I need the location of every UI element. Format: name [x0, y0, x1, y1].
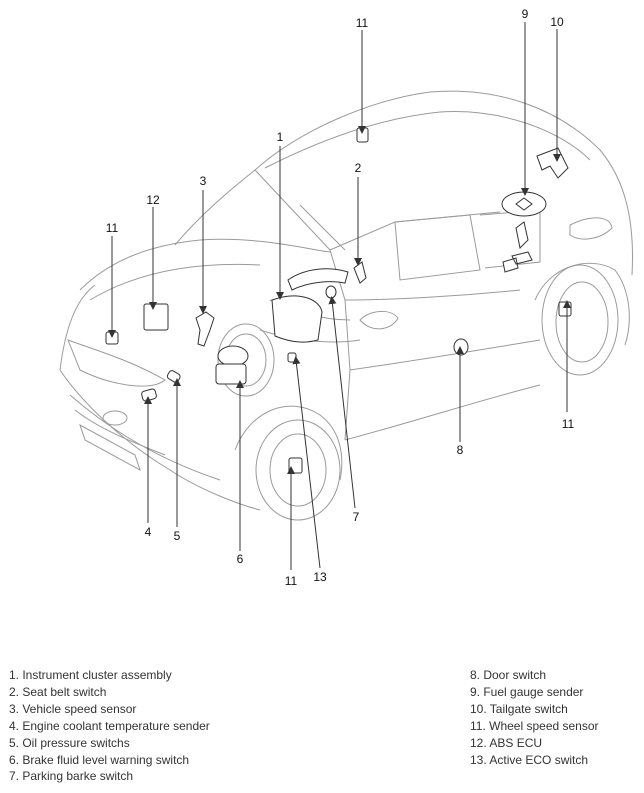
car-outline [59, 90, 633, 521]
callout-5: 5 [174, 529, 181, 543]
legend-right-column: 8. Door switch 9. Fuel gauge sender 10. … [470, 667, 599, 768]
leader-lines [108, 22, 571, 570]
brake-master-cylinder-part [215, 363, 247, 385]
brake-fluid-reservoir-part [217, 345, 249, 367]
abs-ecu-part [143, 303, 169, 331]
callout-11-roof: 11 [356, 16, 369, 30]
legend-item-10: 10. Tailgate switch [470, 701, 568, 716]
callout-12: 12 [146, 193, 160, 207]
callout-2: 2 [355, 161, 362, 175]
legend-item-11: 11. Wheel speed sensor [470, 718, 599, 733]
active-eco-switch-part [287, 352, 297, 363]
legend-item-5: 5. Oil pressure switchs [9, 735, 130, 750]
callout-11-front-left: 11 [106, 221, 119, 235]
legend-item-4: 4. Engine coolant temperature sender [9, 718, 210, 733]
legend-item-12: 12. ABS ECU [470, 735, 543, 750]
parking-brake-switch-part [325, 285, 337, 299]
callout-4: 4 [145, 525, 152, 539]
callout-13: 13 [313, 570, 327, 584]
wheel-speed-sensor-rear-left-part [356, 127, 369, 143]
legend-item-2: 2. Seat belt switch [9, 684, 107, 699]
callout-1: 1 [277, 130, 284, 144]
tailgate-switch-part [536, 147, 569, 179]
door-switch-part [453, 338, 469, 356]
coolant-sender-part [141, 388, 157, 402]
vehicle-speed-sensor-part [195, 311, 215, 347]
fuel-sender-arm-part [502, 221, 533, 273]
callout-10: 10 [550, 15, 564, 29]
legend-item-7: 7. Parking barke switch [9, 769, 134, 784]
callout-8: 8 [457, 443, 464, 457]
car-component-diagram: 1 2 3 4 5 6 7 8 9 10 11 11 11 11 12 13 [59, 7, 633, 588]
callout-11-front-wheel: 11 [285, 574, 298, 588]
wheel-speed-sensor-rear-right-part [558, 301, 572, 317]
legend-left-column: 1. Instrument cluster assembly 2. Seat b… [9, 667, 210, 785]
callout-3: 3 [200, 174, 207, 188]
legend-item-8: 8. Door switch [470, 668, 547, 682]
callout-6: 6 [237, 552, 244, 566]
callout-9: 9 [522, 7, 529, 21]
legend-item-9: 9. Fuel gauge sender [470, 684, 584, 699]
legend-item-6: 6. Brake fluid level warning switch [9, 752, 190, 767]
legend-item-1: 1. Instrument cluster assembly [9, 668, 172, 682]
callout-11-rear: 11 [562, 417, 575, 431]
seat-belt-switch-part [353, 261, 367, 284]
instrument-cluster-part [271, 295, 323, 343]
callout-7: 7 [353, 510, 360, 524]
components [105, 127, 572, 474]
callout-numbers: 1 2 3 4 5 6 7 8 9 10 11 11 11 11 12 13 [106, 7, 575, 588]
legend-item-3: 3. Vehicle speed sensor [9, 701, 137, 716]
dash-panel-part [287, 268, 349, 291]
legend-item-13: 13. Active ECO switch [470, 752, 589, 767]
oil-pressure-switch-part [166, 370, 181, 383]
